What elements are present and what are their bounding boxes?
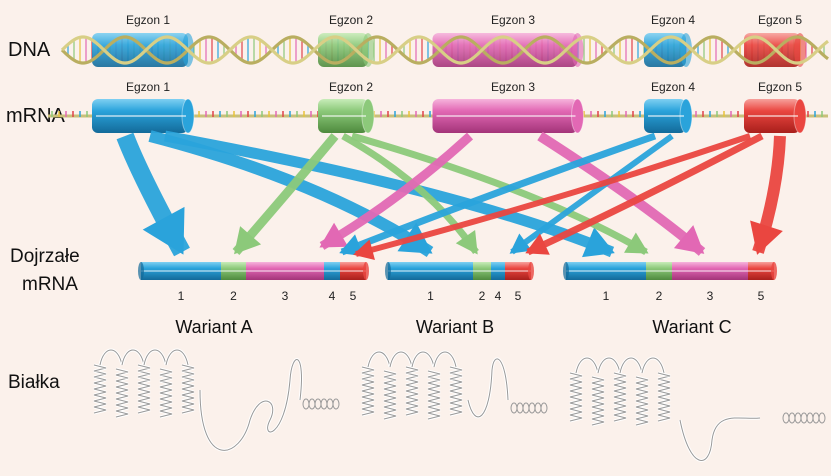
mrna-exon-label: Egzon 3 [491,80,535,94]
dna-strand: Egzon 1 Egzon 2 Egzon 3 Egzon 4 Egzon 5 [60,13,829,67]
splicing-arrow [353,133,751,260]
mature-mrna-label-line1: Dojrzałe [10,246,80,267]
dna-exon-label: Egzon 2 [329,13,373,27]
dna-exon-label: Egzon 1 [126,13,170,27]
protein-c [569,356,826,462]
protein-label: Białka [8,372,60,393]
dna-exon-label: Egzon 5 [758,13,802,27]
exon-number-label: 2 [230,289,237,303]
splicing-arrow [537,131,706,256]
splicing-arrow [341,132,479,255]
dna-exon-label: Egzon 4 [651,13,695,27]
exon-number-label: 5 [758,289,765,303]
mrna-exon-5 [744,98,807,134]
exon-number-label: 4 [495,289,502,303]
mrna-exon-label: Egzon 5 [758,80,802,94]
mrna-exon-label: Egzon 1 [126,80,170,94]
dna-exon-label: Egzon 3 [491,13,535,27]
mrna-exon-1 [92,98,195,134]
splicing-arrow [339,132,657,257]
exon-number-label: 4 [329,289,336,303]
splicing-arrow [116,132,190,257]
exon-number-label: 1 [427,289,434,303]
splicing-arrow [319,132,474,250]
dna-label: DNA [8,39,51,61]
variant-name-label: Wariant A [175,317,252,337]
mrna-exon-4 [644,98,693,134]
splicing-arrow [232,133,339,255]
mrna-exon-label: Egzon 4 [651,80,695,94]
protein-structures [93,348,826,462]
exon-number-label: 2 [656,289,663,303]
mature-mrna-label-line2: mRNA [22,274,78,295]
pre-mrna-strand: Egzon 1 Egzon 2 Egzon 3 Egzon 4 Egzon 5 [48,80,828,134]
mrna-label: mRNA [6,105,66,127]
dna-backbone-strand [60,35,829,65]
exon-number-label: 3 [282,289,289,303]
exon-number-label: 5 [350,289,357,303]
exon-number-label: 1 [603,289,610,303]
protein-b [361,350,548,421]
exon-number-label: 1 [178,289,185,303]
variant-name-label: Wariant B [416,317,494,337]
exon-number-label: 3 [707,289,714,303]
splicing-arrows [116,130,786,260]
mrna-exon-2 [318,98,375,134]
dna-exon-1 [92,33,194,67]
splicing-arrow [351,132,649,256]
exon-number-label: 2 [479,289,486,303]
mrna-exon-label: Egzon 2 [329,80,373,94]
splicing-arrow [509,133,674,255]
protein-a [93,348,340,452]
variant-name-label: Wariant C [652,317,731,337]
exon-number-label: 5 [515,289,522,303]
splicing-arrow [750,135,786,255]
dna-backbone-strand [60,35,829,65]
mrna-exon-3 [432,98,584,134]
splicing-arrow [525,132,764,256]
